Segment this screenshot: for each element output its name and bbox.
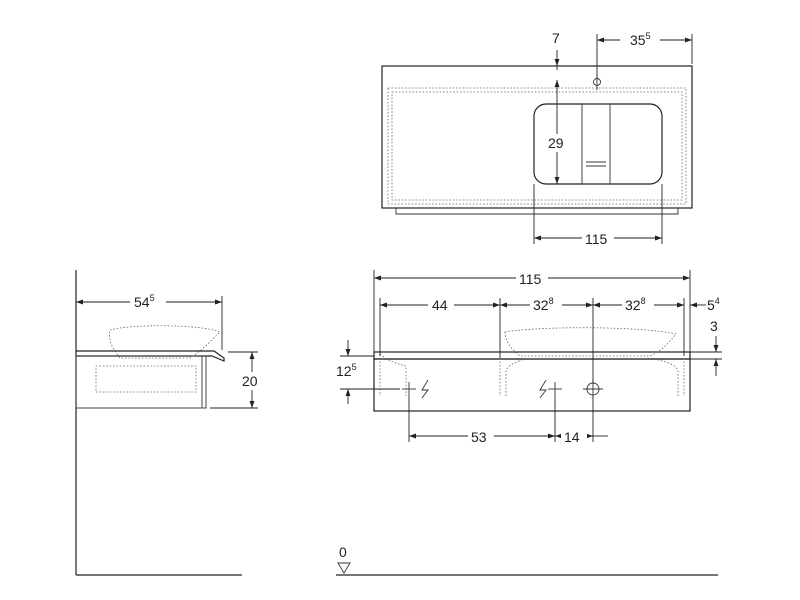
dim-label-right-front: 328 bbox=[625, 296, 646, 313]
dim-label-left: 44 bbox=[432, 297, 448, 313]
dim-label-bottom-b: 14 bbox=[564, 429, 580, 445]
dim-label-right: 355 bbox=[630, 31, 651, 48]
top-view-hidden-edge bbox=[387, 87, 687, 205]
floor-level-marker bbox=[337, 562, 351, 574]
dim-label-bottom-a: 53 bbox=[471, 429, 487, 445]
side-view: 545 20 bbox=[75, 270, 264, 576]
dim-label-depth: 545 bbox=[134, 293, 155, 310]
dim-label-side-offset: 125 bbox=[336, 362, 357, 379]
front-cabinet bbox=[373, 358, 691, 412]
front-worktop bbox=[373, 351, 691, 360]
tap-bank bbox=[581, 103, 611, 185]
top-view: 7 355 29 115 bbox=[381, 30, 693, 248]
top-view-base bbox=[395, 208, 679, 215]
dim-label-basin-height: 29 bbox=[548, 135, 564, 151]
front-view: 115 44 328 328 54 3 125 53 14 0 bbox=[336, 270, 722, 576]
water-connection-icon bbox=[402, 382, 416, 396]
electrical-icon-2 bbox=[539, 379, 547, 399]
dim-label-side-height: 20 bbox=[242, 373, 258, 389]
side-cabinet bbox=[75, 355, 207, 409]
floor-level-label: 0 bbox=[339, 544, 347, 560]
electrical-icon bbox=[421, 379, 429, 399]
dim-label-mid: 328 bbox=[533, 296, 554, 313]
water-connection-icon-2 bbox=[548, 382, 562, 396]
dim-label-offset: 7 bbox=[552, 30, 560, 46]
side-basin-hidden bbox=[109, 325, 221, 359]
dim-label-basin-width: 115 bbox=[585, 231, 608, 247]
dim-label-top: 3 bbox=[710, 318, 718, 334]
front-basin-hidden bbox=[504, 327, 677, 357]
top-view-outline bbox=[381, 65, 693, 209]
dim-label-total-width: 115 bbox=[519, 271, 542, 287]
dim-label-edge: 54 bbox=[707, 296, 720, 313]
